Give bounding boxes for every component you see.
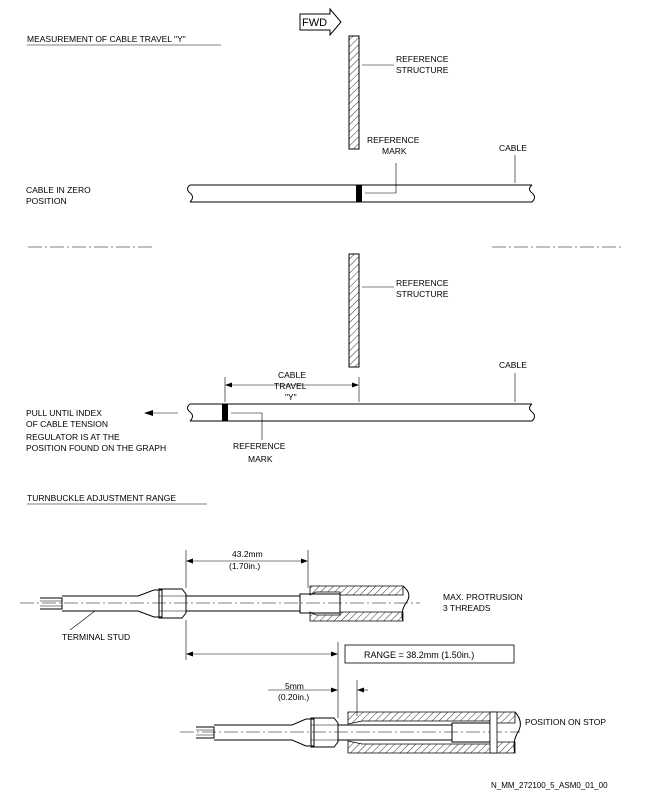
pull-note-2: OF CABLE TENSION: [26, 419, 108, 429]
fwd-label: FWD: [302, 17, 327, 29]
turnbuckle-assembly-bottom: [180, 711, 521, 754]
reference-structure-label-top-2: STRUCTURE: [396, 65, 449, 75]
turnbuckle-barrel-top: [309, 585, 404, 596]
reference-structure-bottom: [348, 253, 360, 368]
dimension-5mm: [268, 680, 368, 716]
reference-structure-top: [348, 35, 360, 150]
turnbuckle-assembly-top: [20, 585, 420, 622]
cable-bottom: [187, 403, 535, 422]
reference-structure-label-bottom-2: STRUCTURE: [396, 289, 449, 299]
zero-position-label-1: CABLE IN ZERO: [26, 185, 91, 195]
cable-label-top: CABLE: [499, 143, 527, 153]
pull-note-3: REGULATOR IS AT THE: [26, 432, 120, 442]
dimension-43mm: [185, 550, 309, 588]
terminal-stud-label: TERMINAL STUD: [62, 632, 130, 642]
fwd-arrow-icon: FWD: [299, 7, 342, 37]
dimension-5mm-label-1: 5mm: [285, 681, 304, 691]
figure-id: N_MM_272100_5_ASM0_01_00: [491, 781, 608, 790]
pull-note-1: PULL UNTIL INDEX: [26, 408, 102, 418]
range-label: RANGE = 38.2mm (1.50in.): [364, 650, 474, 660]
reference-mark-label-top-1: REFERENCE: [367, 135, 420, 145]
position-on-stop-label: POSITION ON STOP: [525, 717, 606, 727]
cable-travel-label-1: CABLE: [278, 370, 306, 380]
cable-travel-label-3: "Y": [285, 392, 297, 402]
range-box: [344, 644, 515, 664]
reference-mark-top: [356, 185, 362, 202]
reference-mark-bottom: [222, 404, 228, 421]
max-protrusion-label-1: MAX. PROTRUSION: [443, 592, 523, 602]
pull-note-4: POSITION FOUND ON THE GRAPH: [26, 443, 166, 453]
reference-structure-label-bottom-1: REFERENCE: [396, 278, 449, 288]
reference-mark-label-bottom-2: MARK: [248, 454, 273, 464]
cable-travel-dimension: [224, 377, 360, 402]
pull-arrow-icon: [144, 410, 178, 416]
section2-title: TURNBUCKLE ADJUSTMENT RANGE: [27, 493, 176, 503]
dimension-5mm-label-2: (0.20in.): [278, 692, 309, 702]
dimension-43mm-label-2: (1.70in.): [229, 561, 260, 571]
cable-label-bottom: CABLE: [499, 360, 527, 370]
cable-travel-label-2: TRAVEL: [274, 381, 307, 391]
dimension-43mm-label-1: 43.2mm: [232, 549, 263, 559]
reference-mark-label-bottom-1: REFERENCE: [233, 441, 286, 451]
zero-position-label-2: POSITION: [26, 196, 67, 206]
reference-structure-label-top-1: REFERENCE: [396, 54, 449, 64]
reference-mark-label-top-2: MARK: [382, 146, 407, 156]
dimension-range: [185, 620, 339, 718]
max-protrusion-label-2: 3 THREADS: [443, 603, 491, 613]
section1-title: MEASUREMENT OF CABLE TRAVEL "Y": [27, 34, 186, 44]
